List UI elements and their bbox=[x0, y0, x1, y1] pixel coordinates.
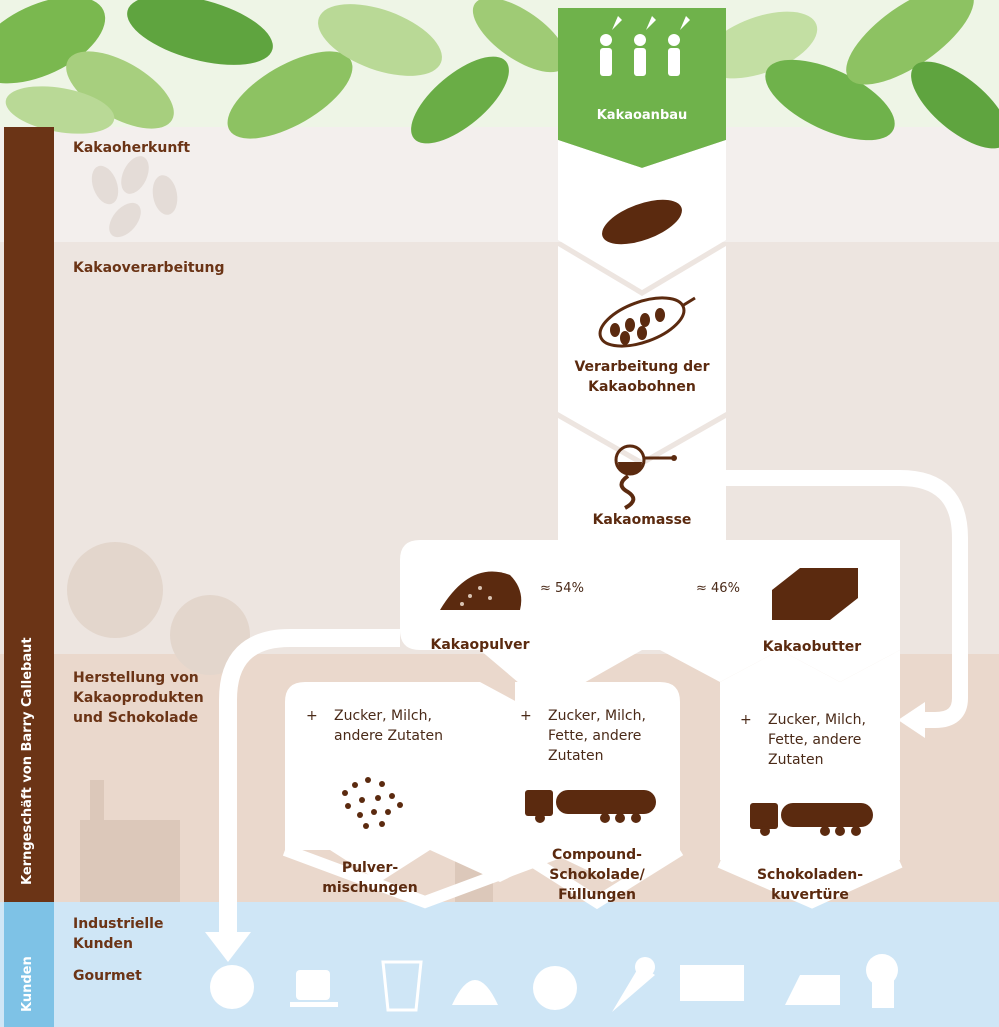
farming-label: Kakaoanbau bbox=[596, 108, 688, 123]
praline-icon bbox=[533, 966, 577, 1010]
cocoa-liquor-icon bbox=[614, 444, 677, 510]
butter-percentage: ≈ 46% bbox=[696, 581, 740, 596]
couverture-additions: + Zucker, Milch, Fette, andere Zutaten bbox=[740, 710, 866, 770]
plus-sign: + bbox=[740, 712, 752, 728]
core-sidebar bbox=[4, 127, 54, 902]
stage-processing: Kakaoverarbeitung bbox=[73, 260, 225, 276]
glass-icon bbox=[381, 960, 423, 1012]
split-box bbox=[400, 540, 900, 705]
couverture-box bbox=[720, 650, 900, 900]
customers-side-label: Kunden bbox=[20, 956, 35, 1012]
stage-gourmet: Gourmet bbox=[73, 968, 142, 984]
compound-truck-icon bbox=[525, 790, 656, 823]
chocolate-bar-icon bbox=[680, 965, 744, 1001]
stage-manufacturing: Herstellung von Kakaoprodukten und Schok… bbox=[73, 670, 204, 726]
powder-mix-additions: + Zucker, Milch, andere Zutaten bbox=[306, 706, 443, 746]
powder-mix-label: Pulver- mischungen bbox=[322, 860, 418, 896]
croissant-icon bbox=[452, 980, 498, 1005]
butter-label: Kakaobutter bbox=[762, 639, 862, 655]
stage-industrial: Industrielle Kunden bbox=[73, 916, 164, 952]
powder-label: Kakaopulver bbox=[430, 637, 530, 653]
core-business-label: Kerngeschäft von Barry Callebaut bbox=[20, 637, 35, 885]
farmers-icon bbox=[600, 16, 690, 76]
coffee-cup-icon bbox=[290, 970, 338, 1007]
powder-mix-additions-text: Zucker, Milch, andere Zutaten bbox=[334, 708, 443, 744]
chef-hat-icon bbox=[866, 954, 898, 1008]
leaf-canopy bbox=[0, 0, 999, 149]
ice-cream-icon bbox=[612, 957, 655, 1012]
powder-percentage: ≈ 54% bbox=[540, 581, 584, 596]
couverture-truck-icon bbox=[750, 803, 873, 836]
cocoa-butter-icon bbox=[772, 568, 858, 620]
compound-additions-text: Zucker, Milch, Fette, andere Zutaten bbox=[548, 708, 646, 764]
customers-sidebar bbox=[4, 902, 54, 1027]
gourmet-arrow bbox=[219, 629, 400, 935]
plus-sign: + bbox=[520, 708, 532, 724]
cake-icon bbox=[785, 975, 840, 1005]
powder-mix-icon bbox=[342, 777, 403, 829]
compound-additions: + Zucker, Milch, Fette, andere Zutaten bbox=[520, 706, 646, 766]
gear-decoration bbox=[67, 542, 250, 675]
compound-box bbox=[515, 682, 680, 882]
cocoa-beans-icon bbox=[598, 296, 696, 348]
compound-label: Compound- Schokolade/ Füllungen bbox=[549, 847, 645, 903]
stage-origin: Kakaoherkunft bbox=[73, 140, 191, 156]
cookie-icon bbox=[210, 965, 254, 1009]
plus-sign: + bbox=[306, 708, 318, 724]
farming-box bbox=[558, 8, 726, 168]
cocoa-pod-icon bbox=[602, 199, 682, 245]
butter-loop-arrow bbox=[726, 470, 968, 728]
cocoa-powder-icon bbox=[440, 571, 522, 610]
band-customers bbox=[0, 902, 999, 1027]
powder-mix-box bbox=[285, 682, 565, 882]
gourmet-arrowhead bbox=[205, 932, 251, 962]
couverture-label: Schokoladen- kuvertüre bbox=[756, 867, 864, 903]
couverture-additions-text: Zucker, Milch, Fette, andere Zutaten bbox=[768, 712, 866, 768]
liquor-label: Kakaomasse bbox=[592, 512, 692, 528]
bean-processing-label: Verarbeitung der Kakaobohnen bbox=[574, 359, 710, 395]
seed-decoration bbox=[91, 156, 178, 238]
butter-loop-arrowhead bbox=[898, 702, 925, 738]
